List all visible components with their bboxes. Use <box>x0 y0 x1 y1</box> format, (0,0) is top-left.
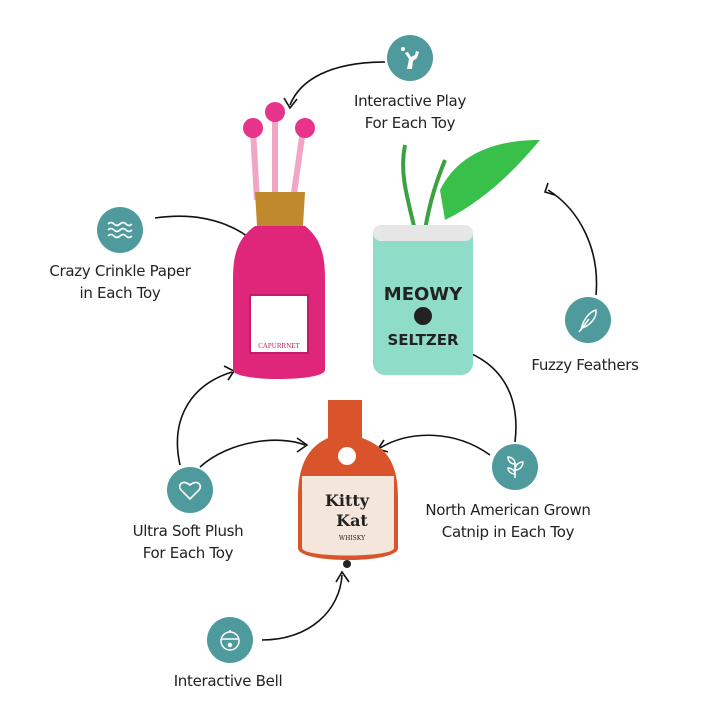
feature-label-bell: Interactive Bell <box>174 670 283 692</box>
arrow-catnip-2 <box>461 349 517 443</box>
feature-line: Catnip in Each Toy <box>441 523 575 541</box>
feature-line: North American Grown <box>425 501 591 519</box>
feature-line: For Each Toy <box>364 114 456 132</box>
arrowhead <box>283 97 298 110</box>
feature-label-crinkle: Crazy Crinkle Paper in Each Toy <box>49 260 191 304</box>
heart-icon <box>167 467 213 513</box>
feature-line: For Each Toy <box>142 544 234 562</box>
arrow-plush <box>176 371 233 466</box>
seltzer-can-toy: MEOWY SELTZER <box>373 140 540 375</box>
feature-line: Fuzzy Feathers <box>531 356 639 374</box>
feature-line: Crazy Crinkle Paper <box>49 262 191 280</box>
whisky-line3: WHISKY <box>339 535 366 542</box>
feather-icon <box>565 297 611 343</box>
bell-ball <box>343 560 351 568</box>
arrow-catnip <box>379 434 491 456</box>
feature-line: Ultra Soft Plush <box>132 522 244 540</box>
arrow-bell <box>261 574 343 641</box>
feature-line: Interactive Play <box>353 92 467 110</box>
whisky-bottle-toy: Kitty Kat WHISKY <box>298 400 398 568</box>
paw-print-icon <box>414 307 432 325</box>
waves-icon <box>97 207 143 253</box>
wine-bottle-toy: CAPURRNET <box>233 102 325 379</box>
seltzer-line1: MEOWY <box>384 284 463 305</box>
arrowhead <box>335 570 350 583</box>
arrow-play <box>289 61 386 106</box>
seltzer-line2: SELTZER <box>387 331 458 349</box>
arrowhead <box>543 182 556 196</box>
arrow-plush-2 <box>199 439 306 468</box>
whisky-line2: Kat <box>336 511 368 530</box>
bell-icon <box>207 617 253 663</box>
wine-label-text: CAPURRNET <box>258 342 300 350</box>
arrow-feathers <box>547 189 598 296</box>
arrowhead <box>296 437 309 453</box>
feature-line: in Each Toy <box>79 284 161 302</box>
cat-playing-icon <box>387 35 433 81</box>
whisky-line1: Kitty <box>325 491 370 510</box>
leaf-sprout-icon <box>492 444 538 490</box>
feature-line: Interactive Bell <box>173 672 283 690</box>
feature-label-feathers: Fuzzy Feathers <box>531 354 639 376</box>
